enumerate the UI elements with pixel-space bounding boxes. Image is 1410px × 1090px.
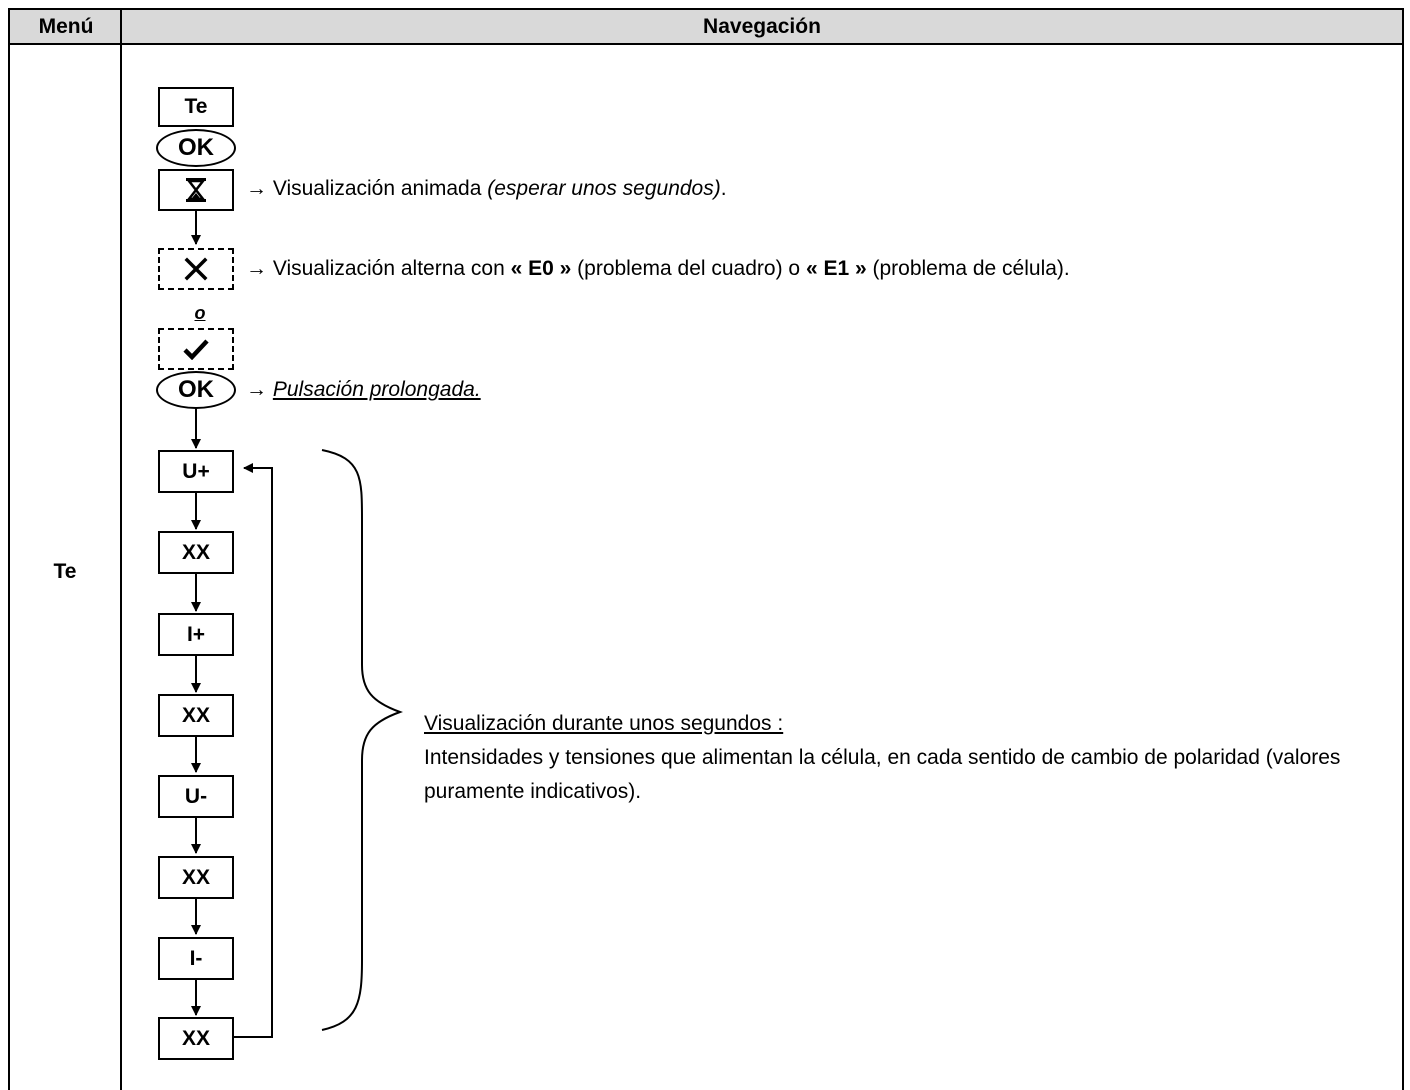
ok-button-1: OK bbox=[156, 129, 236, 167]
header-menu: Menú bbox=[8, 8, 122, 45]
header-navigation: Navegación bbox=[120, 8, 1404, 45]
arrow-loop-return bbox=[234, 463, 273, 1038]
menu-column bbox=[8, 43, 122, 1090]
hourglass-box bbox=[158, 169, 234, 211]
loop-description: Visualización durante unos segundos : In… bbox=[424, 707, 1394, 809]
loop-box-value-2: XX bbox=[158, 694, 234, 737]
loop-box-u-minus: U- bbox=[158, 775, 234, 818]
loop-box-value-4: XX bbox=[158, 1017, 234, 1060]
check-icon bbox=[183, 339, 209, 360]
cross-icon bbox=[184, 257, 208, 281]
right-border bbox=[1402, 43, 1404, 1090]
description-title: Visualización durante unos segundos : bbox=[424, 712, 784, 735]
success-box bbox=[158, 328, 234, 370]
te-box: Te bbox=[158, 87, 234, 127]
loop-box-i-plus: I+ bbox=[158, 613, 234, 656]
loop-box-u-plus: U+ bbox=[158, 450, 234, 493]
hourglass-note: → Visualización animada (esperar unos se… bbox=[246, 177, 727, 200]
menu-name: Te bbox=[53, 560, 77, 583]
error-box bbox=[158, 248, 234, 290]
hourglass-icon bbox=[186, 178, 206, 202]
curly-brace bbox=[321, 449, 403, 1031]
loop-box-value-3: XX bbox=[158, 856, 234, 899]
error-note: → Visualización alterna con « E0 » (prob… bbox=[246, 257, 1070, 280]
description-body: Intensidades y tensiones que alimentan l… bbox=[424, 746, 1341, 803]
ok-button-2: OK bbox=[156, 371, 236, 409]
or-label: o bbox=[194, 303, 206, 323]
loop-box-i-minus: I- bbox=[158, 937, 234, 980]
long-press-note: → Pulsación prolongada. bbox=[246, 378, 481, 401]
loop-box-value-1: XX bbox=[158, 531, 234, 574]
